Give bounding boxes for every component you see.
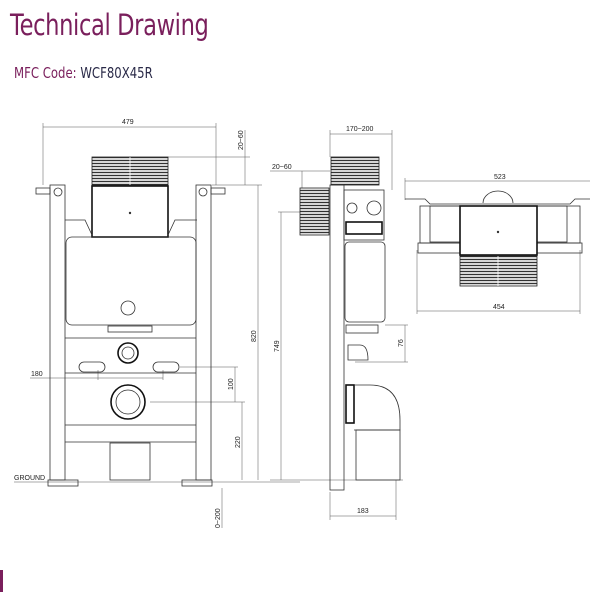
dim-button-height: 100 bbox=[228, 378, 235, 390]
dim-top-adjust: 20~60 bbox=[238, 130, 245, 150]
dim-drop: 76 bbox=[398, 339, 405, 347]
code-label: MFC Code: bbox=[14, 64, 77, 82]
dim-depth: 170~200 bbox=[346, 126, 374, 133]
recycle-symbol-icon bbox=[120, 300, 136, 316]
page-title: Technical Drawing bbox=[10, 8, 209, 42]
dim-base-depth: 183 bbox=[357, 508, 369, 515]
dim-width: 479 bbox=[122, 119, 134, 126]
side-view: 170~200 20~60 749 76 183 bbox=[270, 126, 408, 520]
product-code: MFC Code: WCF80X45R bbox=[14, 64, 153, 82]
dim-height-total: 820 bbox=[251, 330, 258, 342]
front-view: 479 20~60 820 100 220 0~200 180 GROUND bbox=[14, 119, 300, 528]
top-view: 523 454 bbox=[404, 174, 590, 314]
dim-panel-adjust: 20~60 bbox=[272, 164, 292, 171]
ground-label: GROUND bbox=[14, 475, 45, 482]
dim-pipe-spacing: 180 bbox=[31, 371, 43, 378]
dim-frame-width: 454 bbox=[493, 304, 505, 311]
dim-leg-adjust: 0~200 bbox=[215, 508, 222, 528]
accent-bar bbox=[0, 570, 3, 592]
code-value: WCF80X45R bbox=[80, 64, 153, 82]
dim-overall-width: 523 bbox=[494, 174, 506, 181]
dim-side-height: 749 bbox=[274, 340, 281, 352]
dim-waste-height: 220 bbox=[235, 436, 242, 448]
